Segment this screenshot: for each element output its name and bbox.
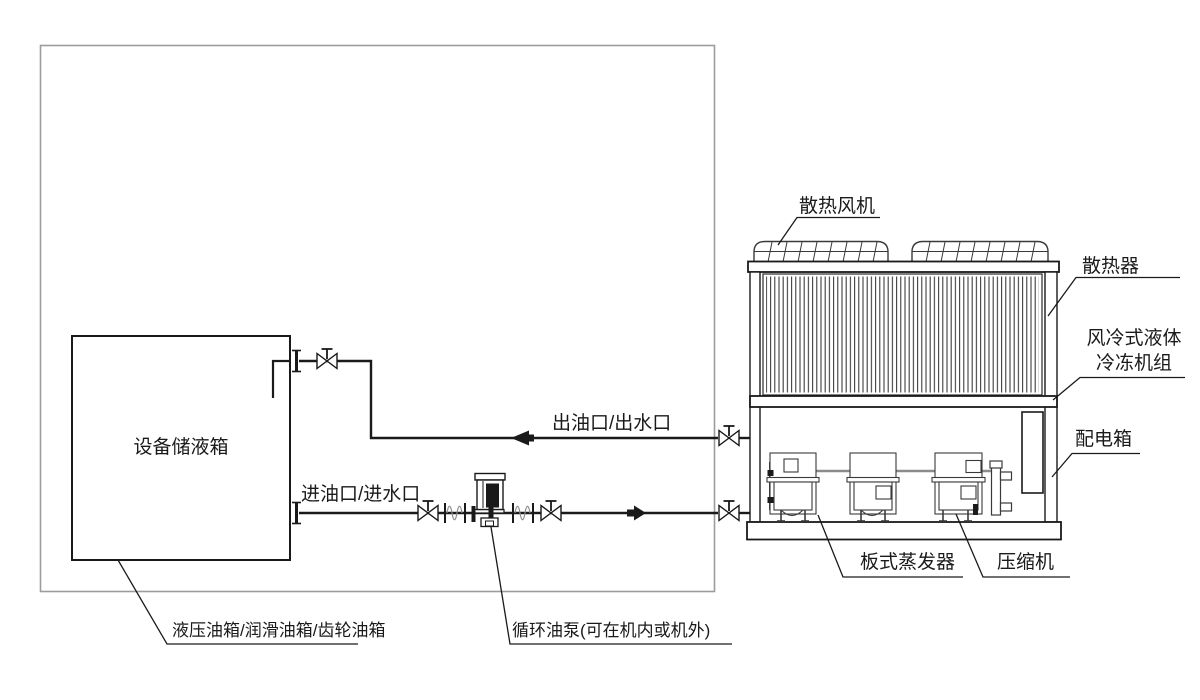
label-chiller-unit: 风冷式液体 冷冻机组	[1078, 326, 1190, 376]
chiller-inlet-valve	[718, 500, 740, 522]
reservoir-tank	[71, 335, 291, 561]
flow-arrow-to-chiller	[627, 505, 646, 521]
inlet-pipe-run	[290, 472, 753, 528]
leader-tank-types	[117, 559, 358, 645]
label-outlet-port: 出油口/出水口	[552, 413, 672, 434]
electrical-box	[1021, 411, 1044, 494]
label-radiator: 散热器	[1082, 256, 1140, 277]
pump-motor-cap	[474, 472, 506, 481]
machine-enclosure-outline	[39, 44, 716, 593]
cooling-fan-2	[911, 240, 1049, 263]
leader-compressor	[955, 513, 1070, 578]
machine-unit-1	[766, 452, 820, 522]
outlet-pipe-run	[290, 348, 753, 447]
label-inlet-port: 进油口/进水口	[301, 484, 421, 505]
label-power-box: 配电箱	[1075, 429, 1133, 450]
leader-radiator	[1047, 276, 1180, 317]
cooling-fan-1	[753, 240, 889, 263]
leader-pump	[490, 526, 732, 645]
label-fan: 散热风机	[799, 196, 876, 217]
radiator-coil	[762, 273, 1043, 396]
leader-chiller	[1052, 376, 1185, 401]
pipe-header-bracket	[989, 460, 1013, 516]
flow-arrow-to-tank	[511, 430, 534, 446]
tank-outlet-valve	[316, 348, 338, 370]
leader-fan	[777, 216, 880, 246]
leader-evaporator	[817, 514, 963, 578]
chiller-unit	[746, 240, 1062, 541]
label-pump: 循环油泵(可在机内或机外)	[512, 621, 711, 640]
inlet-valve-2	[540, 500, 562, 522]
tank-dip-tube	[271, 359, 290, 398]
label-tank-types: 液压油箱/润滑油箱/齿轮油箱	[172, 621, 386, 640]
label-compressor: 压缩机	[997, 552, 1055, 573]
label-chiller-line1: 风冷式液体	[1086, 328, 1182, 349]
machine-unit-2	[846, 452, 900, 522]
inlet-valve-1	[417, 500, 439, 522]
label-evaporator: 板式蒸发器	[860, 552, 956, 573]
circulating-pump	[471, 472, 506, 528]
label-chiller-line2: 冷冻机组	[1095, 353, 1172, 374]
leader-power-box	[1051, 452, 1140, 478]
machine-unit-3	[931, 452, 986, 522]
chiller-outlet-valve	[718, 425, 740, 447]
label-tank: 设备储液箱	[133, 437, 229, 458]
chiller-top-rail	[747, 260, 1060, 273]
chiller-mid-rail	[749, 395, 1058, 408]
chiller-base	[746, 521, 1062, 541]
